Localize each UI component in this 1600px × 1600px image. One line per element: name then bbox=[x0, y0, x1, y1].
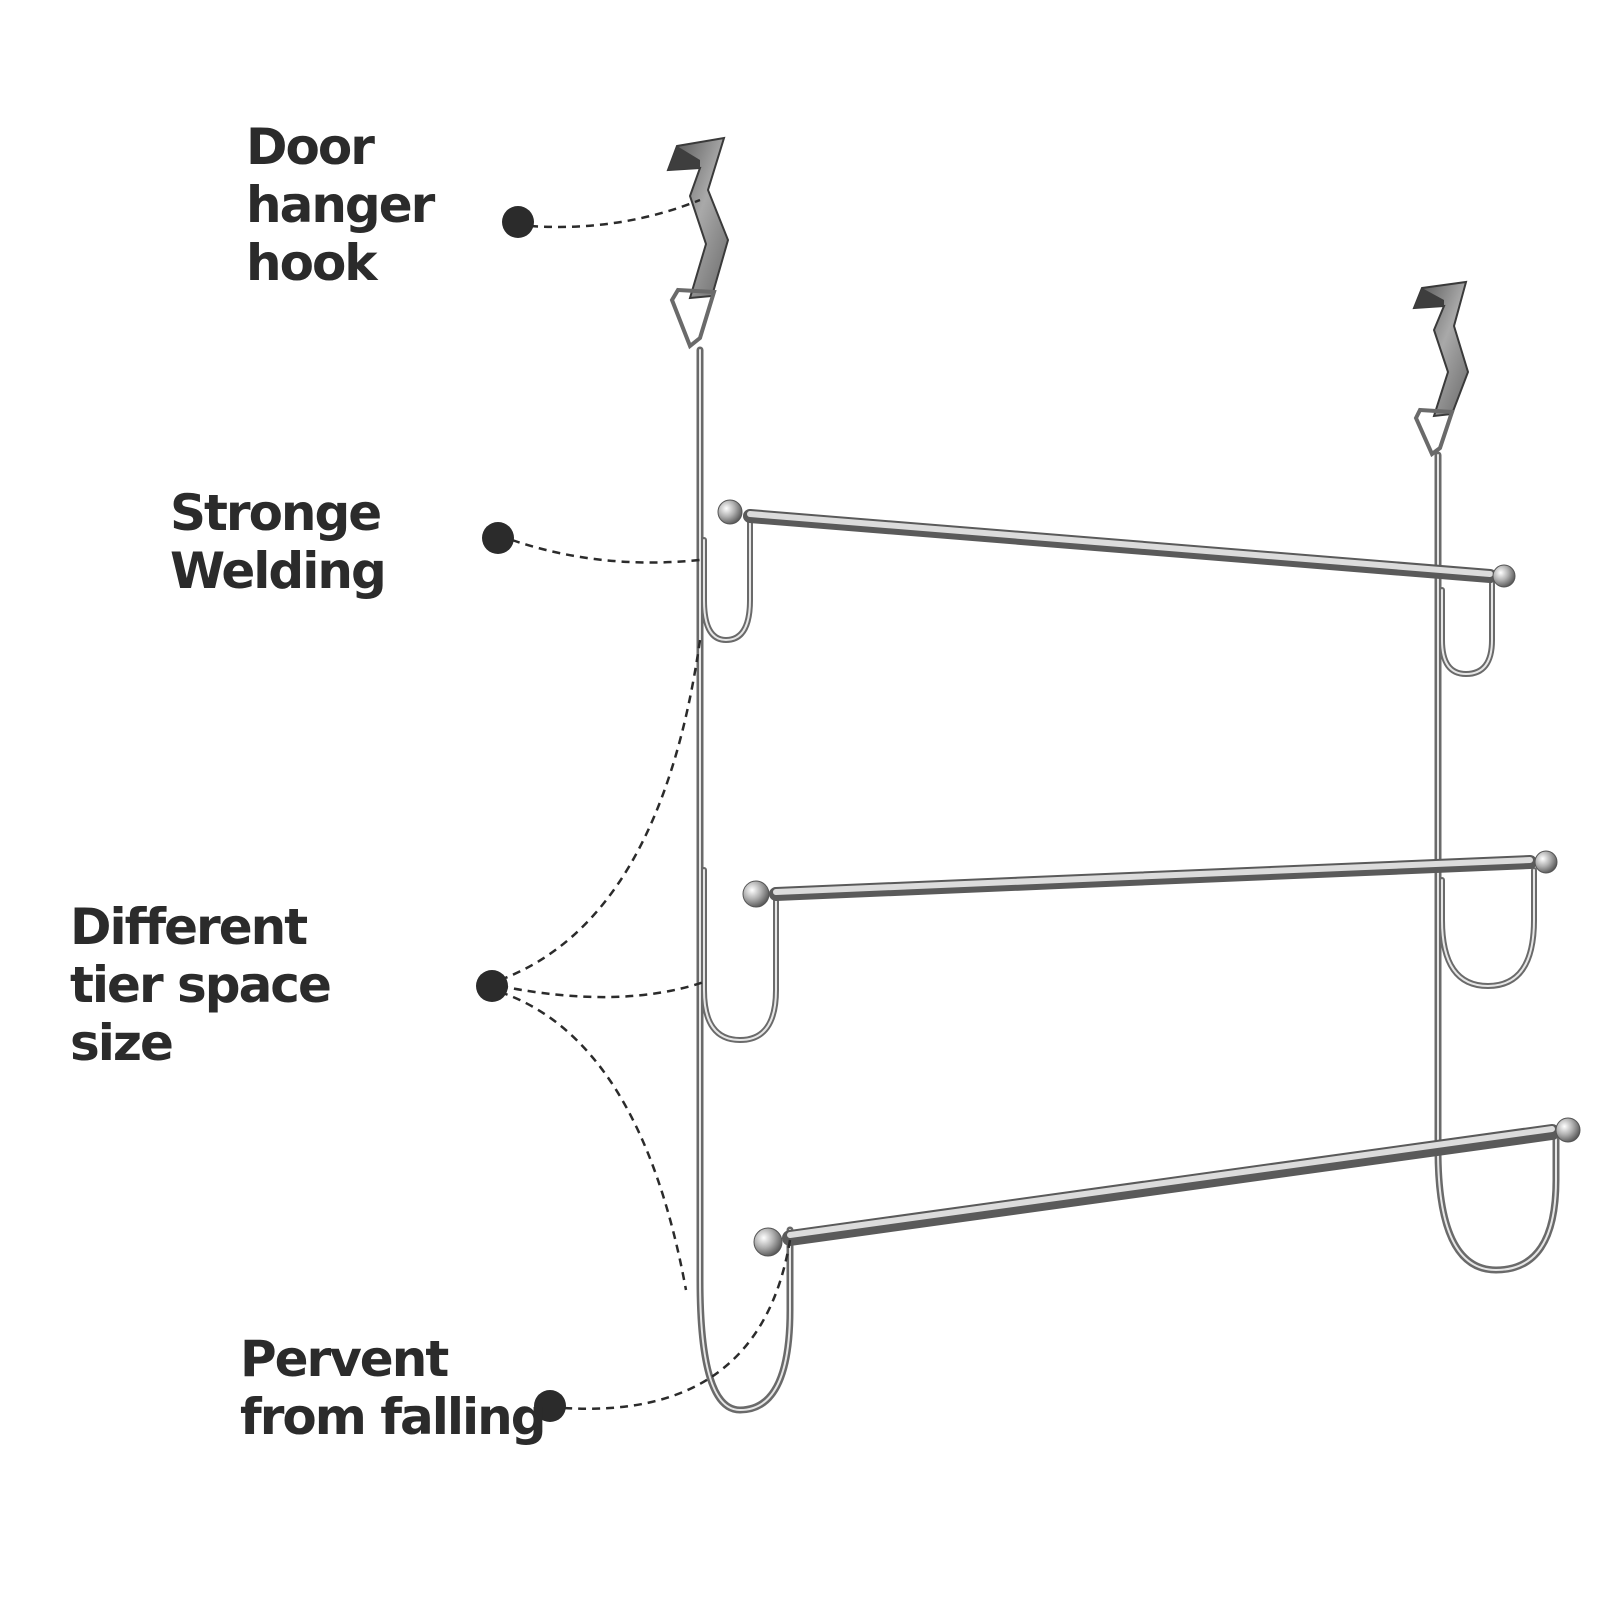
welding-label-line: Welding bbox=[170, 542, 387, 600]
welding-label: Stronge Welding bbox=[170, 484, 387, 600]
door-hook-label-line: hanger bbox=[246, 176, 435, 234]
anti-fall-dot bbox=[534, 1390, 566, 1422]
door-hook-leader bbox=[529, 198, 701, 229]
door-hook-label-line: Door bbox=[246, 118, 375, 176]
welding-dot bbox=[482, 522, 514, 554]
tier-leader-middle bbox=[499, 980, 705, 999]
door-hook-label: Door hanger hook bbox=[246, 118, 435, 292]
bottom-towel-bar bbox=[753, 1117, 1581, 1257]
right-frame bbox=[1434, 451, 1560, 1274]
tier-space-label-line: size bbox=[70, 1014, 174, 1072]
left-frame bbox=[696, 346, 794, 1414]
door-hook-dot bbox=[502, 206, 534, 238]
welding-label-line: Stronge bbox=[170, 484, 382, 542]
welding-leader bbox=[511, 538, 701, 564]
left-door-hook bbox=[666, 136, 730, 350]
top-towel-bar bbox=[717, 499, 1516, 588]
anti-fall-label-line: Pervent bbox=[240, 1330, 449, 1388]
tier-space-label-line: tier space bbox=[70, 956, 332, 1014]
door-hook-label-line: hook bbox=[246, 234, 378, 292]
tier-space-label: Different tier space size bbox=[70, 898, 332, 1072]
tier-space-label-line: Different bbox=[70, 898, 308, 956]
tier-space-dot bbox=[476, 970, 508, 1002]
tier-leader-top bbox=[499, 639, 702, 982]
anti-fall-label-line: from falling bbox=[240, 1388, 547, 1446]
middle-towel-bar bbox=[742, 850, 1558, 908]
right-door-hook bbox=[1412, 280, 1470, 458]
anti-fall-label: Pervent from falling bbox=[240, 1330, 547, 1446]
anti-fall-leader bbox=[563, 1239, 792, 1410]
tier-leader-bottom bbox=[499, 990, 688, 1291]
